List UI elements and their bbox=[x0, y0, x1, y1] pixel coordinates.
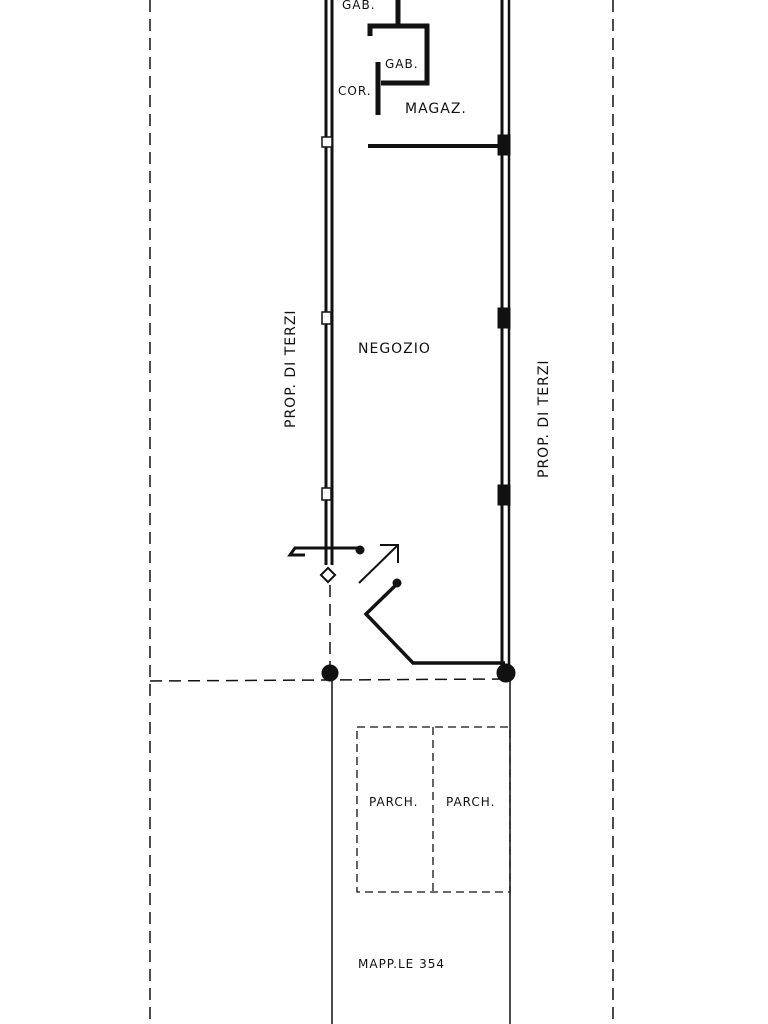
parking-label-2: PARCH. bbox=[446, 795, 495, 809]
room-label-gab-top: GAB. bbox=[342, 0, 376, 12]
room-label-gab-inner: GAB. bbox=[385, 57, 419, 71]
pillar bbox=[321, 487, 332, 501]
parcel-label: MAPP.LE 354 bbox=[358, 957, 445, 971]
parking-label-1: PARCH. bbox=[369, 795, 418, 809]
pillar bbox=[497, 484, 511, 506]
corner-point-left bbox=[321, 664, 339, 682]
door-hinge bbox=[392, 578, 402, 588]
corner-marker bbox=[319, 566, 337, 584]
entrance-detail bbox=[287, 546, 360, 557]
building-walls bbox=[287, 0, 516, 683]
parking-area bbox=[356, 726, 511, 893]
property-boundaries bbox=[149, 0, 614, 1024]
room-label-warehouse: MAGAZ. bbox=[405, 101, 467, 117]
pillar bbox=[497, 134, 511, 156]
gab-inner-wall bbox=[381, 23, 430, 86]
neighbor-label-right: PROP. DI TERZI bbox=[536, 359, 552, 478]
parcel-354 bbox=[331, 680, 511, 1024]
pillar bbox=[321, 136, 333, 148]
pillar bbox=[497, 307, 511, 329]
room-label-shop: NEGOZIO bbox=[358, 341, 431, 357]
entrance-post bbox=[355, 545, 365, 555]
corner-point-right bbox=[496, 663, 516, 683]
entrance-arrow bbox=[358, 544, 399, 584]
neighbor-label-left: PROP. DI TERZI bbox=[283, 309, 299, 428]
pillar bbox=[321, 311, 332, 325]
entrance-arrowhead bbox=[380, 544, 399, 563]
gab-top-wall bbox=[367, 0, 401, 36]
shop-front-wall bbox=[363, 581, 505, 665]
room-label-corridor: COR. bbox=[338, 84, 372, 98]
